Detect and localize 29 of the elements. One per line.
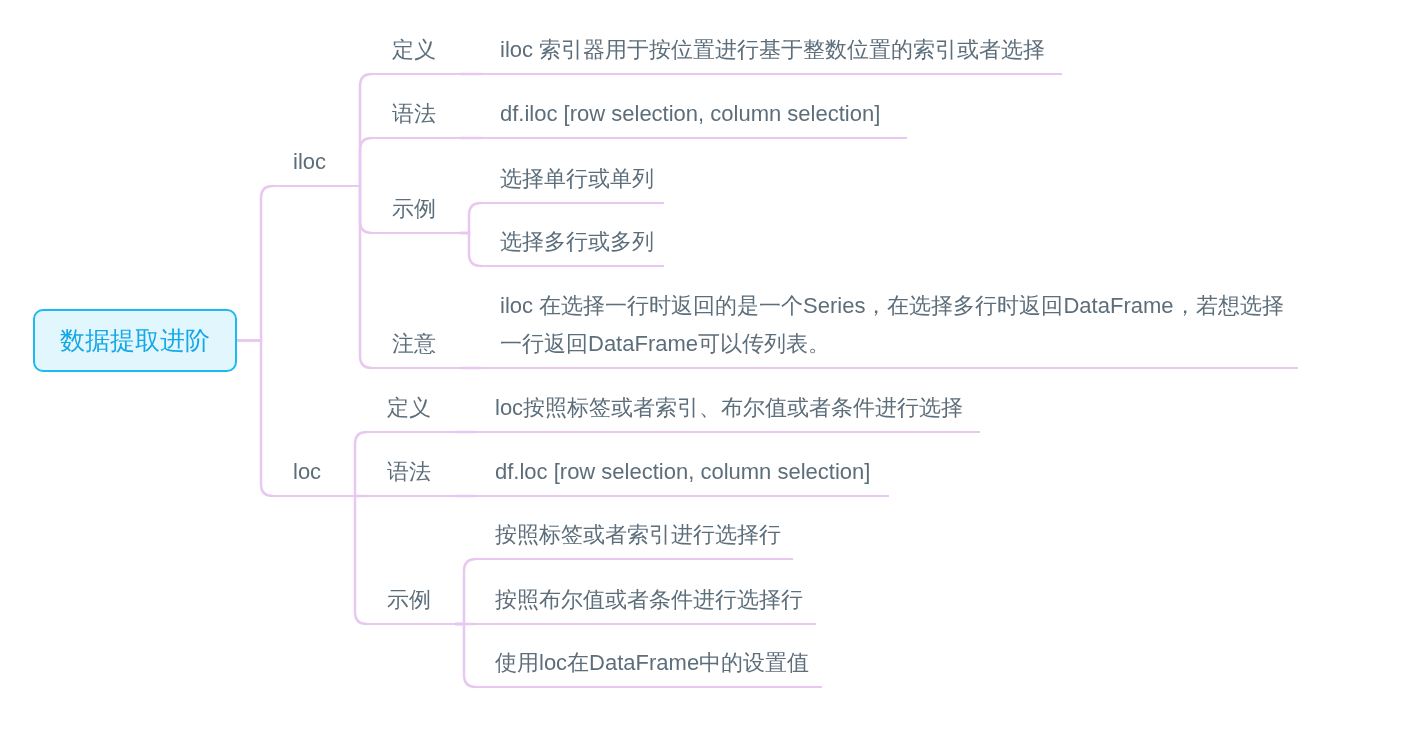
underlined-topic: 使用loc在DataFrame中的设置值: [476, 643, 822, 689]
underlined-topic: df.iloc [row selection, column selection]: [481, 94, 907, 140]
central-topic-box: 数据提取进阶: [33, 309, 237, 372]
underlined-topic: 示例: [372, 189, 460, 235]
connector-line: [455, 494, 476, 498]
connector-line: [460, 72, 481, 76]
underlined-topic: 语法: [372, 94, 460, 140]
underlined-topic: 按照布尔值或者条件进行选择行: [476, 580, 816, 626]
connector-line: [355, 494, 367, 498]
underlined-topic: 定义: [367, 388, 455, 434]
connector-line: [358, 136, 374, 188]
connector-line: [460, 136, 481, 140]
connector-line: [353, 494, 369, 626]
underlined-topic: df.loc [row selection, column selection]: [476, 452, 889, 498]
underlined-topic: loc: [273, 452, 355, 498]
underlined-topic: 定义: [372, 30, 460, 76]
underlined-topic: iloc: [273, 142, 360, 188]
underlined-topic: 选择多行或多列: [481, 222, 664, 268]
underlined-topic: loc按照标签或者索引、布尔值或者条件进行选择: [476, 388, 980, 434]
connector-line: [460, 366, 481, 370]
underlined-topic: 注意: [372, 324, 460, 370]
underlined-topic: 示例: [367, 580, 455, 626]
underlined-topic: 语法: [367, 452, 455, 498]
connector-line: [455, 430, 476, 434]
underlined-topic: 选择单行或单列: [481, 159, 664, 205]
underlined-topic: iloc 在选择一行时返回的是一个Series，在选择多行时返回DataFrame，若想选择一行返回DataFrame可以传列表。: [481, 286, 1298, 370]
underlined-topic: iloc 索引器用于按位置进行基于整数位置的索引或者选择: [481, 30, 1062, 76]
connector-line: [353, 430, 369, 498]
underlined-topic: 按照标签或者索引进行选择行: [476, 515, 793, 561]
